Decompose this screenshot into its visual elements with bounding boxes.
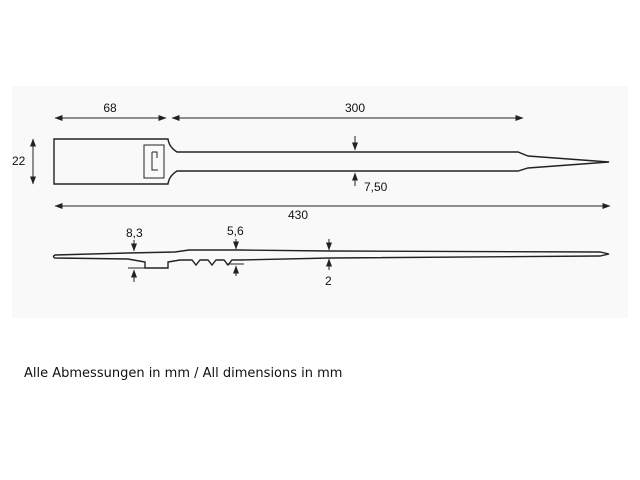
drawing-panel (12, 86, 628, 318)
strap-thickness-label: 2 (325, 274, 332, 288)
seal-top-view-outline (53, 138, 610, 185)
head-height-label: 22 (12, 154, 26, 168)
tail-length-label: 300 (345, 101, 365, 115)
rib-height-label: 5,6 (227, 224, 244, 238)
lock-window (143, 144, 165, 179)
units-caption: Alle Abmessungen in mm / All dimensions … (24, 366, 343, 381)
seal-side-view-outline (52, 249, 610, 269)
strap-width-label: 7,50 (364, 180, 388, 194)
head-length-label: 68 (103, 101, 117, 115)
lock-symbol-icon (151, 151, 158, 171)
total-length-label: 430 (288, 208, 308, 222)
head-thickness-label: 8,3 (126, 226, 143, 240)
